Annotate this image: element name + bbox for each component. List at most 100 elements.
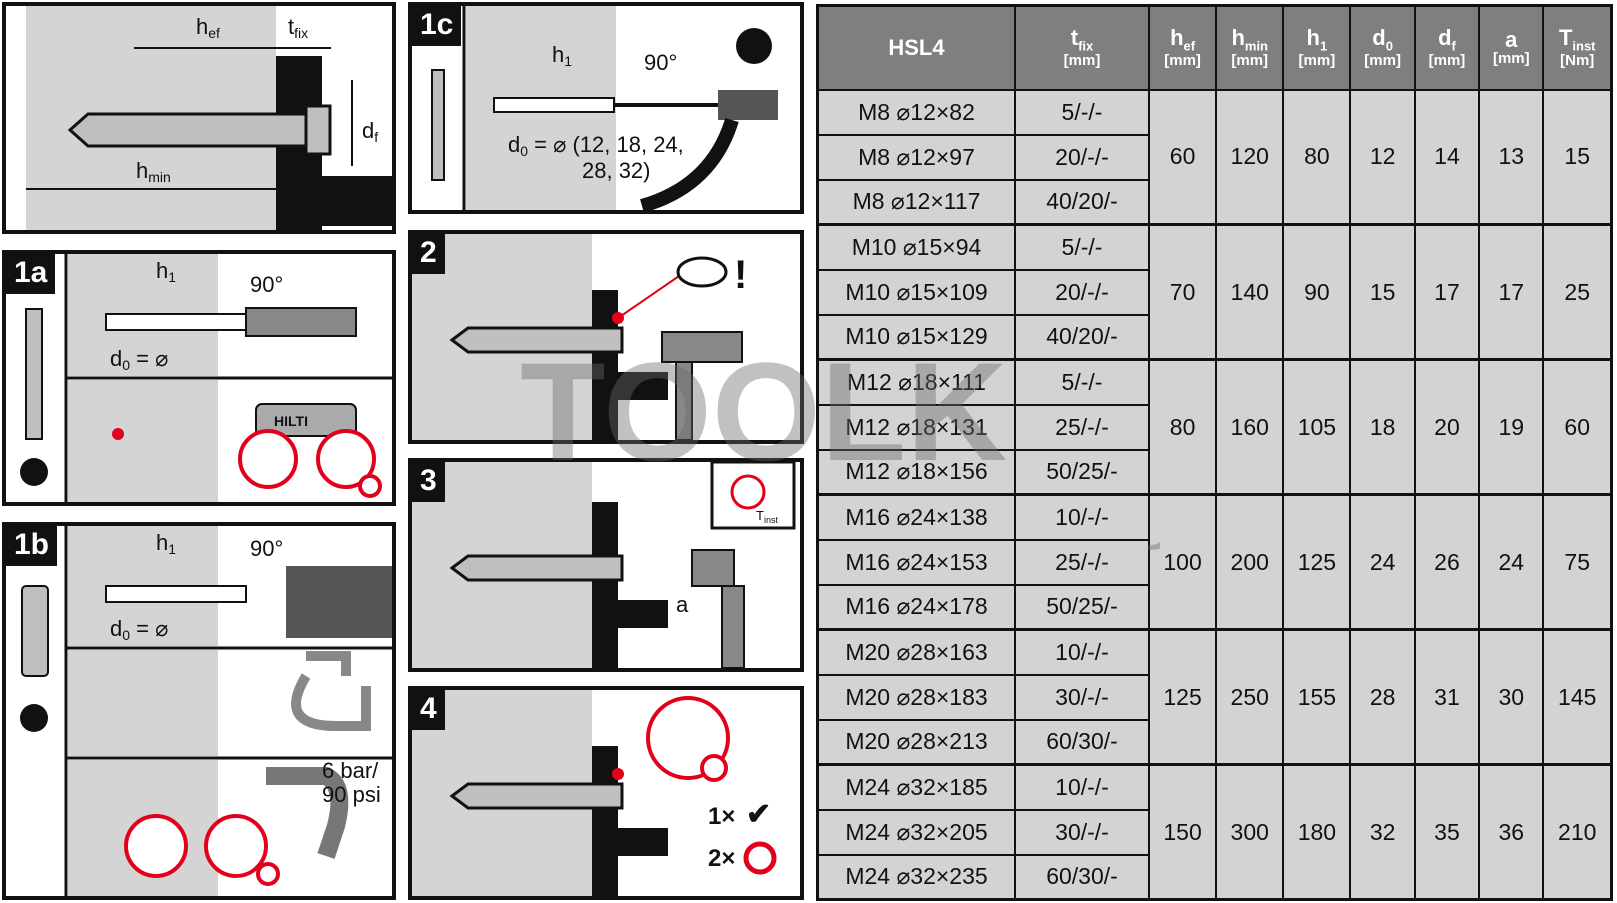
cell-d0: 28 — [1349, 629, 1416, 766]
panel-step-3: Tinst a 3 — [408, 458, 804, 672]
cell-size: M24 ⌀32×235 — [816, 854, 1016, 901]
cell-a: 19 — [1478, 359, 1545, 496]
cell-tfix: 30/-/- — [1014, 674, 1150, 721]
panel-step-1c: h1 90° d0 = ⌀ (12, 18, 24, 28, 32) 1c — [408, 2, 804, 214]
cell-tfix: 25/-/- — [1014, 539, 1150, 586]
anchor-nut — [304, 104, 332, 156]
drill-tool — [245, 307, 357, 337]
check-icon: ✔ — [746, 798, 771, 831]
cell-d0: 12 — [1349, 89, 1416, 226]
hammer-icon — [661, 331, 743, 363]
tfix-label: tfix — [288, 14, 308, 41]
red-marker — [112, 428, 124, 440]
step-4-drawing: 1× ✔ 2× — [412, 690, 777, 896]
twice-label: 2× — [708, 845, 735, 872]
panel-overview: hef tfix df hmin — [2, 2, 396, 234]
drill-bit-icon — [25, 308, 43, 440]
anchor-body — [67, 112, 308, 148]
angle-label: 90° — [250, 536, 283, 561]
cell-size: M8 ⌀12×97 — [816, 134, 1016, 181]
d0-list-label-2: 28, 32) — [582, 158, 651, 183]
step-1a-tag: 1a — [6, 254, 56, 294]
pressure-psi-label: 90 psi — [322, 782, 381, 807]
drill-hole — [105, 313, 247, 331]
cell-hmin: 160 — [1215, 359, 1285, 496]
torque-icon — [730, 474, 766, 510]
cell-hmin: 200 — [1215, 494, 1285, 631]
fixture-base — [306, 176, 392, 226]
angle-label: 90° — [250, 272, 283, 297]
cell-tfix: 25/-/- — [1014, 404, 1150, 451]
cell-h1: 155 — [1282, 629, 1352, 766]
hollow-drill-icon — [431, 69, 445, 181]
d0-list-label-1: d0 = ⌀ (12, 18, 24, — [508, 132, 684, 159]
attention-mark: ! — [734, 253, 747, 297]
h1-label: h1 — [156, 530, 176, 557]
cell-a: 30 — [1478, 629, 1545, 766]
header-h1: h1[mm] — [1282, 4, 1352, 91]
cell-df: 20 — [1413, 359, 1481, 496]
step-3-tag: 3 — [412, 462, 445, 502]
fixture-plate — [592, 290, 618, 440]
anchor-body — [449, 554, 624, 582]
header-a: a[mm] — [1478, 4, 1545, 91]
cell-size: M8 ⌀12×117 — [816, 179, 1016, 226]
manual-icon — [20, 704, 48, 732]
header-df: df[mm] — [1413, 4, 1481, 91]
manual-icon — [20, 458, 48, 486]
cell-hef: 100 — [1147, 494, 1218, 631]
cell-tfix: 50/25/- — [1014, 449, 1150, 496]
cell-a: 36 — [1478, 764, 1545, 901]
cell-tinst: 60 — [1542, 359, 1613, 496]
cell-tfix: 10/-/- — [1014, 629, 1150, 676]
blow-pump — [255, 403, 357, 437]
anchor-body — [449, 326, 624, 354]
cell-size: M12 ⌀18×156 — [816, 449, 1016, 496]
not-ok-detail — [316, 429, 376, 489]
not-ok-detail — [204, 814, 268, 878]
cell-hef: 60 — [1147, 89, 1218, 226]
step-1c-tag: 1c — [412, 6, 462, 46]
cell-df: 17 — [1413, 224, 1481, 361]
cell-h1: 90 — [1282, 224, 1352, 361]
drill-hole — [493, 97, 615, 113]
cell-hef: 70 — [1147, 224, 1218, 361]
hollow-drill-machine — [718, 90, 778, 120]
overview-drawing: hef tfix df hmin — [26, 6, 392, 230]
header-tinst: Tinst[Nm] — [1542, 4, 1613, 91]
cell-tfix: 5/-/- — [1014, 359, 1150, 406]
panel-step-4: 1× ✔ 2× 4 — [408, 686, 804, 900]
hmin-label: hmin — [136, 158, 171, 185]
cell-h1: 105 — [1282, 359, 1352, 496]
prohibited-icon — [256, 862, 280, 886]
step-2-tag: 2 — [412, 234, 445, 274]
cell-tinst: 75 — [1542, 494, 1613, 631]
cell-size: M16 ⌀24×178 — [816, 584, 1016, 631]
cell-tinst: 210 — [1542, 764, 1613, 901]
table-header-row: HSL4 tfix[mm] hef[mm] hmin[mm] h1[mm] d0… — [816, 4, 1613, 91]
tinst-label: Tinst — [756, 508, 778, 525]
cell-size: M24 ⌀32×185 — [816, 764, 1016, 811]
air-gun — [266, 767, 349, 859]
a-label: a — [676, 592, 689, 617]
cell-size: M20 ⌀28×183 — [816, 674, 1016, 721]
cell-size: M10 ⌀15×94 — [816, 224, 1016, 271]
cell-df: 35 — [1413, 764, 1481, 901]
cell-df: 14 — [1413, 89, 1481, 226]
core-drill-machine — [286, 566, 392, 638]
step-1b-drawing: h1 90° d0 = ⌀ 6 bar/ 90 psi — [20, 526, 392, 896]
header-hmin: hmin[mm] — [1215, 4, 1285, 91]
cell-tfix: 5/-/- — [1014, 224, 1150, 271]
cell-size: M20 ⌀28×213 — [816, 719, 1016, 766]
spec-table: HSL4 tfix[mm] hef[mm] hmin[mm] h1[mm] d0… — [816, 4, 1613, 901]
